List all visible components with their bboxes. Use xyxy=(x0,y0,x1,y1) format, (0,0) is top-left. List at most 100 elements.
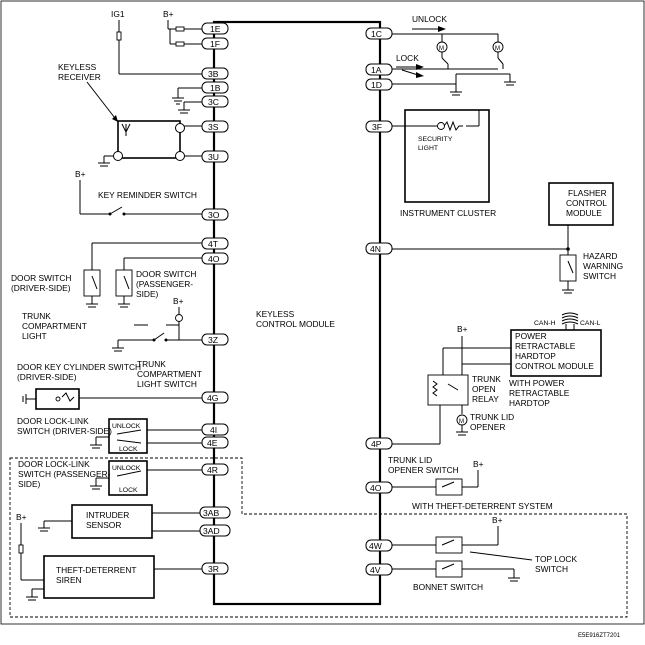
trunk-compartment-light: B+ TRUNK COMPARTMENT LIGHT TRUNK COMPART… xyxy=(22,296,204,389)
pin-label: 4R xyxy=(207,465,218,475)
keyless-control-module xyxy=(212,20,382,606)
trunk-open-relay-label: TRUNK OPEN RELAY xyxy=(472,374,503,404)
intruder-sensor-label: INTRUDER SENSOR xyxy=(86,510,132,530)
trunk-open-relay-box xyxy=(427,374,469,406)
trunk-compartment-light-label: TRUNK COMPARTMENT LIGHT xyxy=(22,311,89,341)
ig1-label: IG1 xyxy=(111,9,125,19)
bonnet-switch: BONNET SWITCH xyxy=(392,560,520,592)
pin-label: 4W xyxy=(369,541,383,551)
pin-label: 4G xyxy=(207,393,219,403)
unlock-arrow-label: UNLOCK xyxy=(412,14,447,24)
instrument-cluster: SECURITY LIGHT INSTRUMENT CLUSTER xyxy=(392,109,496,218)
bplus-label: B+ xyxy=(16,512,27,522)
with-power-retractable-hardtop-label: WITH POWER RETRACTABLE HARDTOP xyxy=(509,378,572,408)
pin-label: 3R xyxy=(208,564,219,574)
pin-label: 4T xyxy=(208,239,219,249)
left-pins: 1E 1F 3B 1B 3C 3S 3U 3O 4T 4O 3Z 4G 4I 4… xyxy=(199,22,231,575)
pin-label: 1D xyxy=(371,80,382,90)
security-light-label: SECURITY LIGHT xyxy=(418,136,454,152)
door-lock-link-switch-passenger-label: DOOR LOCK-LINK SWITCH (PASSENGER- SIDE) xyxy=(18,459,113,489)
trunk-lid-opener-switch: TRUNK LID OPENER SWITCH B+ xyxy=(388,455,484,496)
pin-label: 4O xyxy=(208,254,220,264)
door-lock-link-switch-passenger: DOOR LOCK-LINK SWITCH (PASSENGER- SIDE) … xyxy=(18,459,202,496)
pin-label: 1F xyxy=(210,39,220,49)
pin-label: 1E xyxy=(210,24,221,34)
lock-label: LOCK xyxy=(119,487,138,494)
bplus-label: B+ xyxy=(457,324,468,334)
key-reminder-switch: B+ KEY REMINDER SWITCH xyxy=(75,169,202,216)
keyless-control-module-label: KEYLESS CONTROL MODULE xyxy=(256,309,335,329)
unlock-label: UNLOCK xyxy=(112,423,141,430)
bplus-label: B+ xyxy=(492,515,503,525)
pin-label: 1C xyxy=(371,29,382,39)
motor-label: M xyxy=(459,419,464,425)
pin-label: 3C xyxy=(208,97,219,107)
pin-label: 3Z xyxy=(208,335,218,345)
pin-label: 3S xyxy=(208,122,219,132)
outer-frame xyxy=(0,0,645,625)
figure-code: E5E916ZT7201 xyxy=(578,633,621,639)
unlock-label: UNLOCK xyxy=(112,465,141,472)
instrument-cluster-label: INSTRUMENT CLUSTER xyxy=(400,208,496,218)
top-lock-switch-label: TOP LOCK SWITCH xyxy=(535,554,579,574)
instrument-cluster-box xyxy=(404,109,490,203)
pin-label: 3B xyxy=(208,69,219,79)
pin-label: 4E xyxy=(207,438,218,448)
pin-label: 3O xyxy=(208,210,220,220)
right-pins: 1C 1A 1D 3F 4N 4P 4O 4W 4V xyxy=(365,27,393,576)
door-switch-driver-label: DOOR SWITCH (DRIVER-SIDE) xyxy=(11,273,74,293)
bplus-top-circuit: B+ xyxy=(163,9,202,47)
bplus-label: B+ xyxy=(473,459,484,469)
door-switch-passenger-label: DOOR SWITCH (PASSENGER- SIDE) xyxy=(136,269,199,299)
pin-label: 4N xyxy=(370,244,381,254)
top-lock-switch: B+ TOP LOCK SWITCH xyxy=(392,515,579,574)
pin-label: 4I xyxy=(210,425,217,435)
flasher-control-module-label: FLASHER CONTROL MODULE xyxy=(566,188,609,218)
theft-deterrent-siren: THEFT-DETERRENT SIREN xyxy=(26,555,202,601)
pin-label: 3F xyxy=(372,122,382,132)
door-key-cylinder-switch: DOOR KEY CYLINDER SWITCH (DRIVER-SIDE) xyxy=(17,362,202,410)
door-lock-actuators: UNLOCK LOCK M M xyxy=(392,14,516,96)
bplus-label: B+ xyxy=(75,169,86,179)
bplus-label: B+ xyxy=(163,9,174,19)
door-lock-link-switch-driver: DOOR LOCK-LINK SWITCH (DRIVER-SIDE) UNLO… xyxy=(17,416,202,454)
trunk-lid-opener-label: TRUNK LID OPENER xyxy=(470,412,517,432)
flasher-control-module: FLASHER CONTROL MODULE HAZARD WARNING SW… xyxy=(392,182,626,294)
trunk-lid-opener-switch-label: TRUNK LID OPENER SWITCH xyxy=(388,455,459,475)
pin-label: 4V xyxy=(370,565,381,575)
keyless-receiver: KEYLESS RECEIVER xyxy=(58,62,202,167)
door-lock-link-switch-driver-label: DOOR LOCK-LINK SWITCH (DRIVER-SIDE) xyxy=(17,416,112,436)
intruder-sensor: B+ INTRUDER SENSOR xyxy=(16,504,200,581)
motor-label: M xyxy=(439,46,444,52)
power-retractable-hardtop-module: CAN-H CAN-L POWER RETRACTABLE HARDTOP CO… xyxy=(392,312,602,445)
trunk-compartment-light-switch-label: TRUNK COMPARTMENT LIGHT SWITCH xyxy=(137,359,204,389)
can-l-label: CAN-L xyxy=(580,320,601,327)
pin-label: 3AB xyxy=(203,508,220,518)
hazard-warning-switch-label: HAZARD WARNING SWITCH xyxy=(583,251,626,281)
theft-deterrent-siren-label: THEFT-DETERRENT SIREN xyxy=(56,565,139,585)
pin-label: 4P xyxy=(371,439,382,449)
motor-label: M xyxy=(495,46,500,52)
pin-label: 3U xyxy=(208,152,219,162)
pin-label: 1B xyxy=(210,83,221,93)
ig1-circuit: IG1 xyxy=(111,9,202,75)
ground-1b-3c xyxy=(172,87,202,114)
hardtop-module-label: POWER RETRACTABLE HARDTOP CONTROL MODULE xyxy=(515,331,594,371)
keyless-receiver-label: KEYLESS RECEIVER xyxy=(58,62,101,82)
door-key-cylinder-switch-label: DOOR KEY CYLINDER SWITCH (DRIVER-SIDE) xyxy=(17,362,143,382)
theft-deterrent-siren-box xyxy=(43,555,155,599)
flasher-control-module-box xyxy=(548,182,614,226)
bonnet-switch-label: BONNET SWITCH xyxy=(413,582,483,592)
can-h-label: CAN-H xyxy=(534,320,556,327)
theft-deterrent-region xyxy=(9,457,628,618)
pin-label: 1A xyxy=(371,65,382,75)
door-switches: DOOR SWITCH (DRIVER-SIDE) DOOR SWITCH (P… xyxy=(11,242,202,308)
bplus-label: B+ xyxy=(173,296,184,306)
lock-label: LOCK xyxy=(119,446,138,453)
pin-label: 3AD xyxy=(203,526,220,536)
hardtop-module-box xyxy=(510,329,602,377)
lock-arrow-label: LOCK xyxy=(396,53,419,63)
key-reminder-switch-label: KEY REMINDER SWITCH xyxy=(98,190,197,200)
pin-label: 4O xyxy=(370,483,382,493)
